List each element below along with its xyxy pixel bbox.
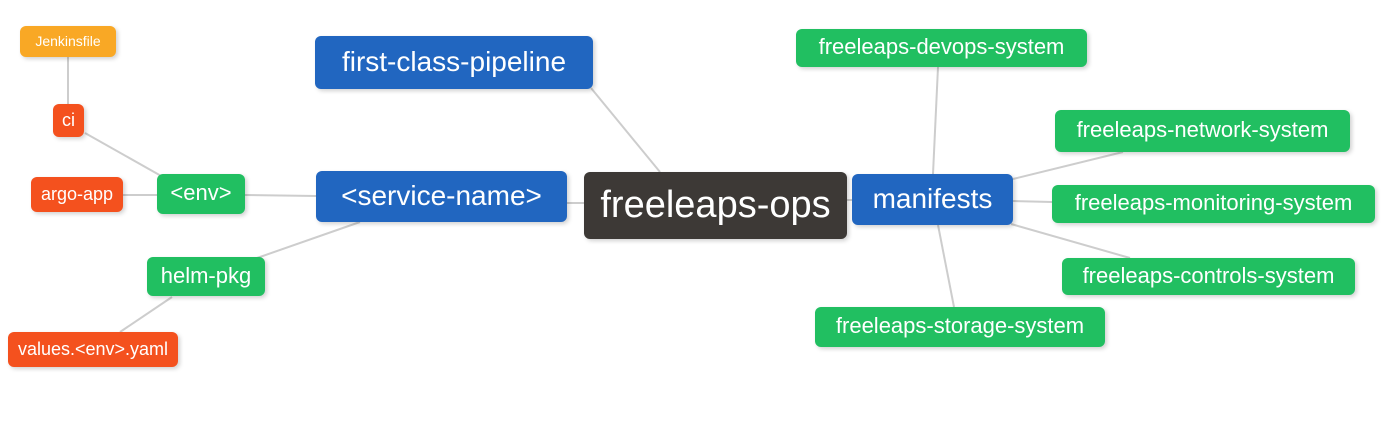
node-helm-pkg[interactable]: helm-pkg (147, 257, 265, 296)
node-freeleaps-storage-system[interactable]: freeleaps-storage-system (815, 307, 1105, 347)
node-freeleaps-devops-system[interactable]: freeleaps-devops-system (796, 29, 1087, 67)
edge-values-helm-pkg (119, 296, 173, 333)
edge-first-class-pipeline-root (590, 87, 661, 173)
edge-manifests-network (1012, 151, 1124, 180)
node-freeleaps-ops[interactable]: freeleaps-ops (584, 172, 847, 239)
edge-service-name-helm-pkg (256, 221, 361, 259)
node-env[interactable]: <env> (157, 174, 245, 214)
node-freeleaps-monitoring-system[interactable]: freeleaps-monitoring-system (1052, 185, 1375, 223)
node-service-name[interactable]: <service-name> (316, 171, 567, 222)
edge-ci-env (84, 132, 164, 178)
node-argo-app[interactable]: argo-app (31, 177, 123, 212)
node-ci[interactable]: ci (53, 104, 84, 137)
node-manifests[interactable]: manifests (852, 174, 1013, 225)
node-freeleaps-network-system[interactable]: freeleaps-network-system (1055, 110, 1350, 152)
edge-manifests-controls (1010, 223, 1131, 259)
edge-manifests-storage (937, 224, 955, 308)
edge-manifests-monitoring (1012, 200, 1053, 203)
node-jenkinsfile[interactable]: Jenkinsfile (20, 26, 116, 57)
node-freeleaps-controls-system[interactable]: freeleaps-controls-system (1062, 258, 1355, 295)
edge-manifests-devops (932, 66, 939, 175)
edge-env-service-name (244, 194, 317, 197)
node-values-env-yaml[interactable]: values.<env>.yaml (8, 332, 178, 367)
node-first-class-pipeline[interactable]: first-class-pipeline (315, 36, 593, 89)
